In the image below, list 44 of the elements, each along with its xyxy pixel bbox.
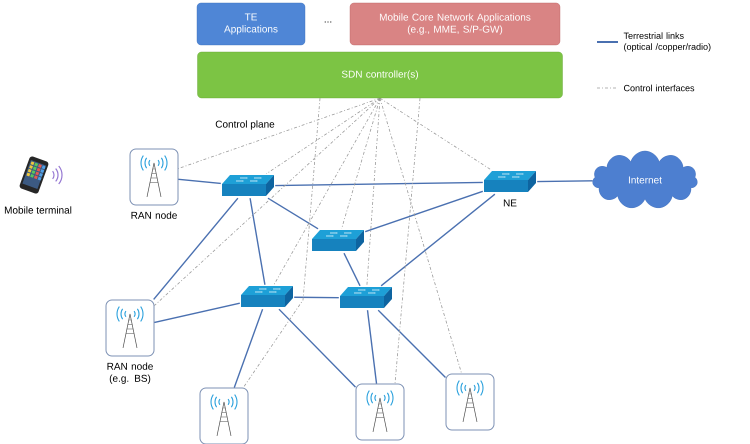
control-interface-line <box>274 98 380 286</box>
control-interface-line <box>380 98 462 374</box>
link-line <box>275 182 483 186</box>
node-label: Mobile terminal <box>4 206 72 214</box>
link-line <box>153 198 238 300</box>
link-line <box>380 194 496 286</box>
link-line <box>294 296 339 298</box>
legend-text: Control interfaces <box>624 84 694 92</box>
legend-text: Terrestrial links (optical /copper/radio) <box>624 32 710 52</box>
link-line <box>178 178 221 184</box>
node-label: RAN node <box>131 212 177 219</box>
application-box: Mobile Core Network Applications (e.g., MME, S/P-GW) <box>350 2 560 46</box>
network-switch-drawing <box>241 286 293 307</box>
antenna-tower-box <box>356 383 404 440</box>
control-interface-line <box>341 98 380 230</box>
link-line <box>537 180 593 182</box>
node-label: NE <box>504 200 517 206</box>
internet-cloud: Internet <box>592 150 698 208</box>
plane-label: Control plane <box>216 120 274 130</box>
link-line <box>343 252 361 286</box>
network-switch-drawing <box>222 175 274 196</box>
control-interface-line <box>266 98 380 174</box>
link-line <box>366 310 378 384</box>
link-line <box>249 198 266 285</box>
link-line <box>234 308 264 388</box>
control-interface-line <box>178 98 380 169</box>
network-switch-drawing <box>340 287 392 308</box>
link-line <box>378 310 446 378</box>
application-box: SDN controller(s) <box>197 52 563 98</box>
link-line <box>154 302 240 324</box>
antenna-tower-box <box>200 387 248 444</box>
node-label: RAN node (e.g. BS) <box>107 362 153 384</box>
network-switch-drawing <box>312 230 364 251</box>
link-line <box>364 190 484 232</box>
control-interface-line <box>242 98 320 388</box>
link-line <box>278 308 356 388</box>
control-interface-line <box>154 98 380 306</box>
ellipsis: ... <box>324 21 332 23</box>
link-line <box>268 198 318 230</box>
antenna-tower-box <box>446 373 494 430</box>
control-interface-line <box>366 98 380 286</box>
control-interface-line <box>380 98 492 170</box>
application-box: TE Applications <box>196 2 306 46</box>
control-interface-line <box>394 98 420 384</box>
